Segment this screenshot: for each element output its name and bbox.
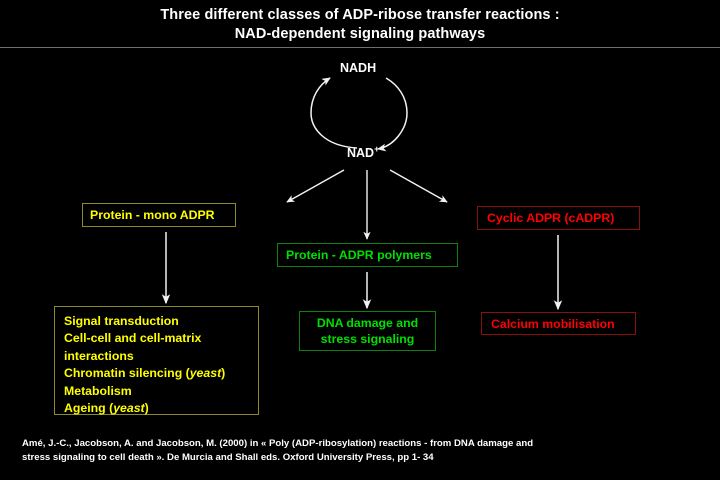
box-calcium-mobilisation-label: Calcium mobilisation bbox=[491, 316, 615, 331]
nad-to-nadh-arc-arrow bbox=[310, 77, 358, 149]
box-protein-mono-adpr[interactable]: Protein - mono ADPR bbox=[82, 203, 236, 227]
page-title: Three different classes of ADP-ribose tr… bbox=[0, 6, 720, 44]
outcome-line-ageing: Ageing (yeast) bbox=[64, 400, 149, 417]
box-dna-damage-stress-signaling[interactable]: DNA damage and stress signaling bbox=[299, 311, 436, 351]
title-line-1: Three different classes of ADP-ribose tr… bbox=[160, 7, 560, 23]
box-protein-adpr-polymers-label: Protein - ADPR polymers bbox=[286, 248, 432, 262]
outcome-line-interactions: interactions bbox=[64, 348, 134, 363]
title-divider bbox=[0, 47, 720, 48]
chromatin-prefix: Chromatin silencing ( bbox=[64, 366, 190, 381]
box-cyclic-adpr-label: Cyclic ADPR (cADPR) bbox=[487, 211, 615, 225]
nad-text: NAD bbox=[347, 146, 375, 160]
outcome-line-signal-transduction: Signal transduction bbox=[64, 314, 179, 328]
box-cyclic-adpr[interactable]: Cyclic ADPR (cADPR) bbox=[477, 206, 640, 230]
branch-arrow-to-cadpr bbox=[389, 169, 448, 203]
dna-damage-line-1: DNA damage and bbox=[316, 316, 419, 330]
branch-arrow-to-mono-adpr bbox=[286, 169, 345, 203]
nad-plus-label: NAD+ bbox=[347, 143, 380, 160]
outcome-line-chromatin-silencing: Chromatin silencing (yeast) bbox=[64, 365, 225, 382]
ageing-suffix: ) bbox=[144, 401, 149, 416]
outcome-line-cell-cell-matrix: Cell-cell and cell-matrix bbox=[64, 331, 202, 346]
box-protein-adpr-polymers[interactable]: Protein - ADPR polymers bbox=[277, 243, 458, 267]
citation-line-2: stress signaling to cell death ». De Mur… bbox=[22, 452, 434, 463]
dna-damage-line-2: stress signaling bbox=[320, 332, 415, 346]
nadh-label: NADH bbox=[340, 61, 377, 75]
nad-superscript: + bbox=[374, 143, 380, 154]
title-line-2: NAD-dependent signaling pathways bbox=[234, 26, 486, 42]
ageing-yeast-italic: yeast bbox=[113, 401, 145, 416]
citation-line-1: Amé, J.-C., Jacobson, A. and Jacobson, M… bbox=[22, 438, 534, 449]
box-mono-adpr-outcomes[interactable]: Signal transduction Cell-cell and cell-m… bbox=[54, 306, 259, 415]
citation: Amé, J.-C., Jacobson, A. and Jacobson, M… bbox=[22, 437, 622, 465]
nadh-to-nad-arc-arrow bbox=[377, 77, 408, 152]
ageing-prefix: Ageing ( bbox=[64, 401, 114, 416]
outcome-line-metabolism: Metabolism bbox=[64, 383, 132, 398]
chromatin-yeast-italic: yeast bbox=[189, 366, 222, 381]
chromatin-suffix: ) bbox=[221, 366, 226, 381]
box-protein-mono-adpr-label: Protein - mono ADPR bbox=[90, 208, 215, 222]
box-calcium-mobilisation[interactable]: Calcium mobilisation bbox=[481, 312, 636, 335]
